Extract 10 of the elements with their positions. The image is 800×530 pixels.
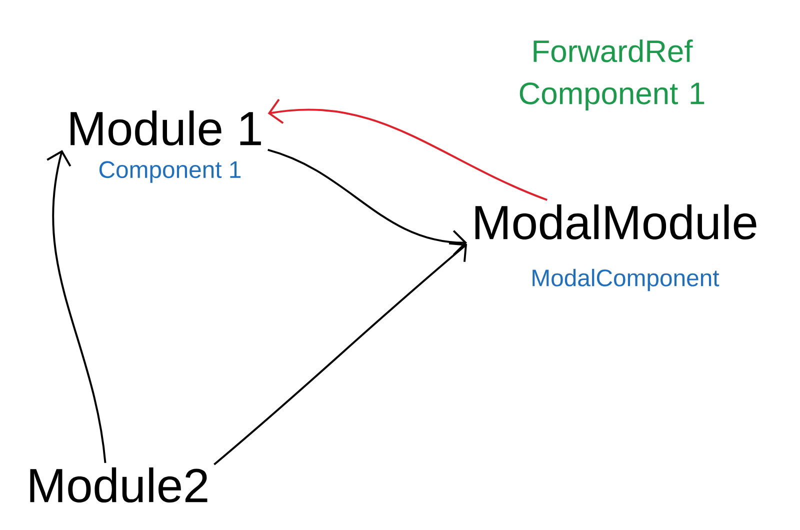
arrow bbox=[46, 150, 106, 464]
component-label: ModalComponent bbox=[532, 268, 720, 292]
node-label: Module2 bbox=[30, 467, 208, 503]
arrow bbox=[214, 242, 468, 466]
note: ForwardRef Component 1 bbox=[520, 39, 704, 110]
component-label: Component 1 bbox=[99, 161, 241, 183]
arrow bbox=[268, 148, 468, 256]
node-label: Module 1 bbox=[70, 110, 261, 146]
arrow bbox=[268, 98, 548, 201]
node-label: ModalModule bbox=[475, 204, 756, 240]
